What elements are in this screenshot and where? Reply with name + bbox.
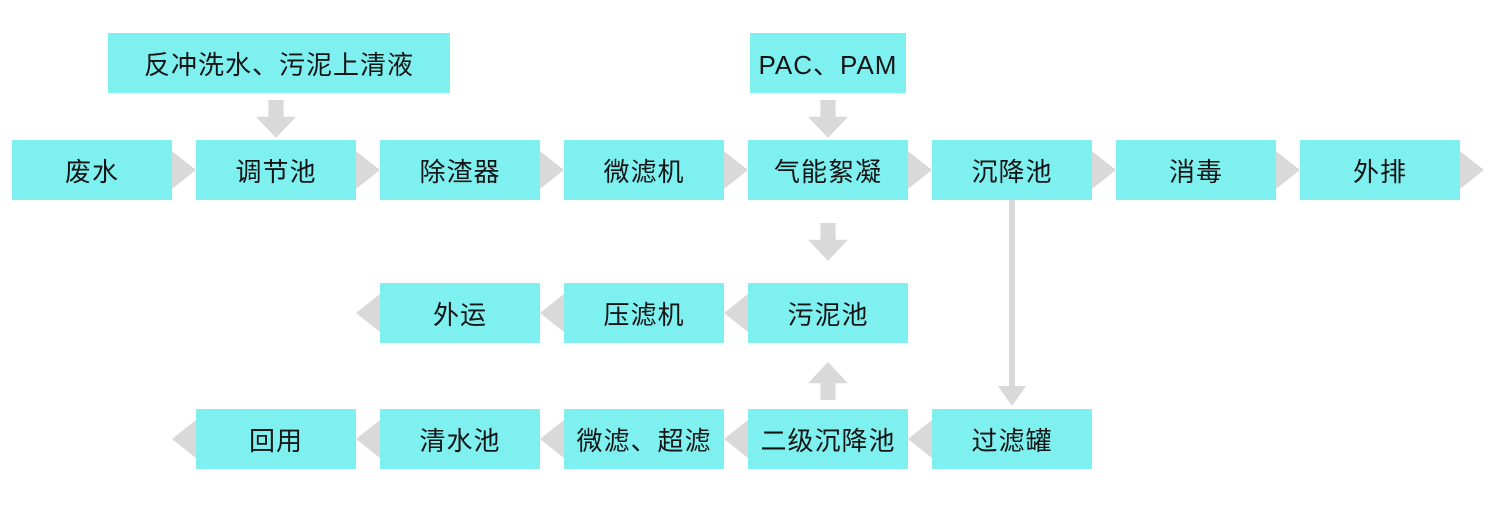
- node-label: 气能絮凝: [773, 156, 882, 187]
- arrow-right-icon: [172, 151, 196, 189]
- arrow-down-icon: [808, 223, 848, 261]
- node-microfilter-machine: 微滤机: [564, 140, 724, 200]
- node-sludge-tank: 污泥池: [748, 283, 908, 343]
- node-label: 反冲洗水、污泥上清液: [143, 49, 414, 80]
- node-sedimentation-tank: 沉降池: [932, 140, 1092, 200]
- node-label: 清水池: [419, 425, 501, 456]
- arrow-right-icon: [1092, 151, 1116, 189]
- arrow-left-icon: [172, 420, 196, 458]
- node-label: PAC、PAM: [758, 49, 898, 80]
- arrow-left-icon: [540, 294, 564, 332]
- node-wastewater: 废水: [12, 140, 172, 200]
- node-label: 沉降池: [971, 156, 1053, 187]
- node-filter-tank: 过滤罐: [932, 409, 1092, 469]
- node-label: 微滤、超滤: [576, 425, 712, 456]
- node-regulating-tank: 调节池: [196, 140, 356, 200]
- node-disinfection: 消毒: [1116, 140, 1276, 200]
- connector-line: [1009, 200, 1015, 388]
- node-label: 废水: [64, 156, 119, 187]
- arrow-down-icon: [808, 100, 848, 138]
- arrow-right-icon: [1276, 151, 1300, 189]
- node-chemicals-input: PAC、PAM: [750, 33, 906, 93]
- arrow-left-icon: [724, 420, 748, 458]
- node-label: 外排: [1352, 156, 1407, 187]
- node-micro-ultra-filtration: 微滤、超滤: [564, 409, 724, 469]
- node-label: 除渣器: [419, 156, 501, 187]
- node-air-flocculation: 气能絮凝: [748, 140, 908, 200]
- arrow-left-icon: [540, 420, 564, 458]
- arrow-right-icon: [1460, 151, 1484, 189]
- node-label: 过滤罐: [971, 425, 1053, 456]
- arrow-right-icon: [356, 151, 380, 189]
- node-filter-press: 压滤机: [564, 283, 724, 343]
- node-label: 调节池: [235, 156, 317, 187]
- node-backwash-input: 反冲洗水、污泥上清液: [108, 33, 450, 93]
- arrow-left-icon: [724, 294, 748, 332]
- arrow-left-icon: [908, 420, 932, 458]
- node-label: 二级沉降池: [760, 425, 896, 456]
- node-secondary-sedimentation-tank: 二级沉降池: [748, 409, 908, 469]
- node-label: 微滤机: [603, 156, 685, 187]
- node-discharge: 外排: [1300, 140, 1460, 200]
- arrow-up-icon: [808, 362, 848, 400]
- node-label: 压滤机: [603, 299, 685, 330]
- arrow-head-down-icon: [998, 386, 1026, 406]
- arrow-right-icon: [908, 151, 932, 189]
- node-slag-remover: 除渣器: [380, 140, 540, 200]
- node-label: 回用: [248, 425, 303, 456]
- node-outward-transport: 外运: [380, 283, 540, 343]
- node-reuse: 回用: [196, 409, 356, 469]
- arrow-right-icon: [540, 151, 564, 189]
- node-label: 污泥池: [787, 299, 869, 330]
- arrow-down-icon: [256, 100, 296, 138]
- arrow-left-icon: [356, 294, 380, 332]
- node-label: 外运: [432, 299, 487, 330]
- arrow-left-icon: [356, 420, 380, 458]
- arrow-right-icon: [724, 151, 748, 189]
- node-label: 消毒: [1168, 156, 1223, 187]
- node-clean-water-tank: 清水池: [380, 409, 540, 469]
